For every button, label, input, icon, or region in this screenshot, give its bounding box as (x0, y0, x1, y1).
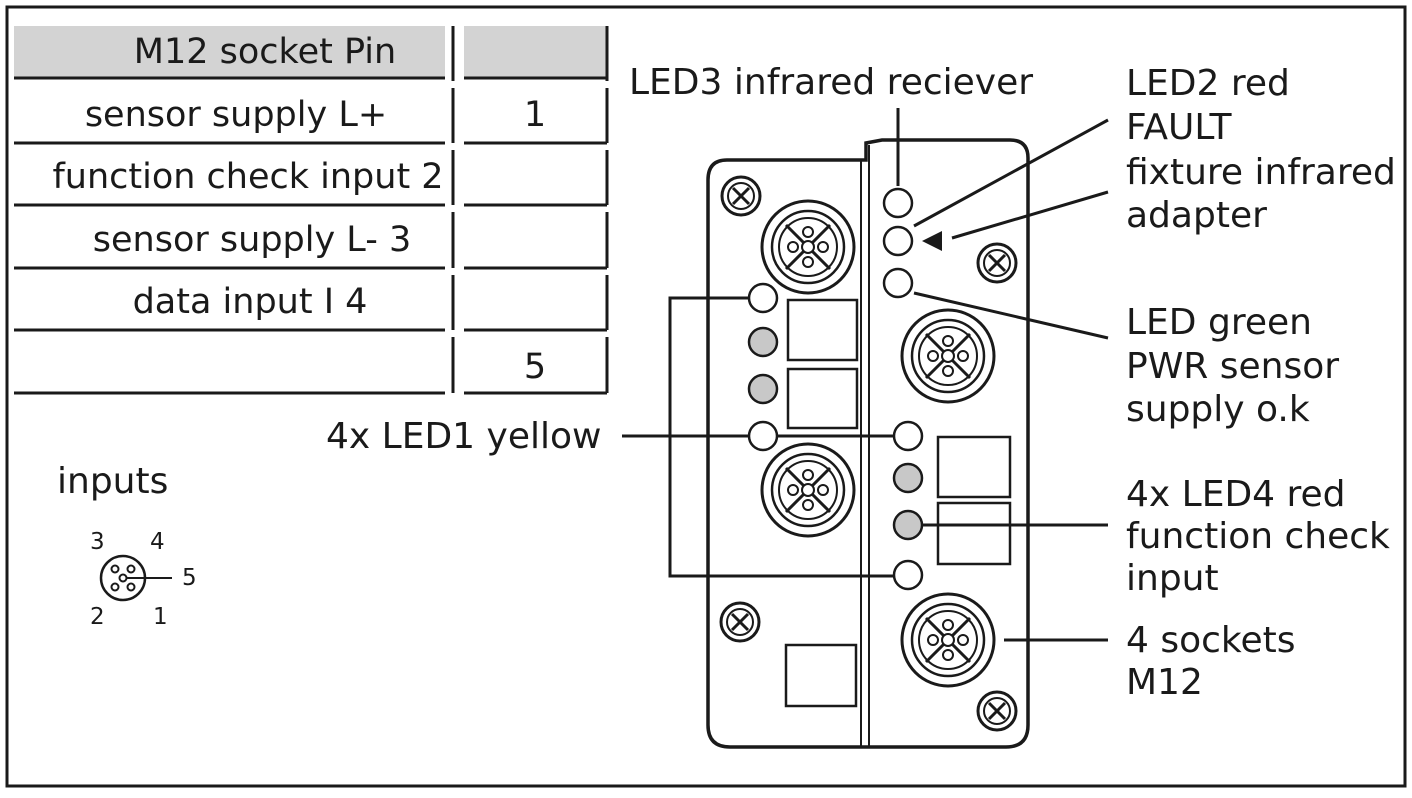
pinout-title: inputs (57, 461, 168, 502)
table-row-3-label: sensor supply L- 3 (93, 220, 411, 260)
table-row-2-label: function check input 2 (52, 157, 443, 197)
led-yellow-icon (747, 282, 779, 314)
screw-icon (720, 175, 762, 217)
pin-label-5: 5 (182, 565, 197, 591)
led-power-icon (882, 267, 914, 299)
led3-infrared-icon (882, 187, 914, 219)
m12-socket-icon (760, 199, 856, 295)
led-yellow-icon (892, 559, 924, 591)
callout-led-green-line-3: supply o.k (1126, 389, 1310, 430)
label-field (936, 435, 1012, 499)
callout-led-green-line-1: LED green (1126, 302, 1312, 343)
callout-led4-line-2: function check (1126, 516, 1390, 557)
led2-fault-icon (882, 225, 914, 257)
label-field (936, 501, 1012, 566)
table-row-1-pin: 1 (524, 95, 546, 135)
pin-label-4: 4 (150, 529, 165, 555)
label-field (784, 643, 858, 708)
leader-lines (622, 108, 1109, 642)
callout-labels: LED3 infrared reciever LED2 red FAULT fi… (326, 62, 1396, 703)
table-row-1-label: sensor supply L+ (85, 95, 387, 135)
table-header-cell-1 (14, 26, 445, 77)
m12-socket-icon (900, 308, 996, 404)
label-field (786, 298, 859, 362)
m12-socket-icon (900, 592, 996, 688)
callout-led4-line-3: input (1126, 558, 1219, 599)
table-header-label: M12 socket Pin (134, 32, 396, 72)
screw-icon (719, 601, 761, 643)
callout-led3: LED3 infrared reciever (629, 62, 1033, 103)
table-row-5-pin: 5 (524, 347, 546, 387)
screw-icon (976, 690, 1018, 732)
callout-led4-line-1: 4x LED4 red (1126, 474, 1346, 515)
table-header-cell-2 (464, 26, 607, 77)
callout-led2-line-1: LED2 red (1126, 63, 1290, 104)
m12-socket-icon (760, 442, 856, 538)
label-field (786, 367, 859, 430)
outer-frame (5, 5, 1407, 788)
led-red-icon (892, 462, 924, 494)
led-red-icon (747, 373, 779, 405)
device-module (706, 138, 1030, 749)
callout-sockets-line-1: 4 sockets (1126, 620, 1296, 661)
callout-led2-line-4: adapter (1126, 195, 1267, 236)
callout-led2-line-3: fixture infrared (1126, 152, 1396, 193)
pinout-diagram: inputs 3 4 5 2 1 (57, 461, 197, 630)
callout-led-green-line-2: PWR sensor (1126, 346, 1339, 387)
pin-label-1: 1 (153, 604, 168, 630)
led-yellow-icon (892, 420, 924, 452)
led-red-icon (892, 509, 924, 541)
infrared-adapter-arrow-icon (922, 231, 942, 251)
pin-table: M12 socket Pin sensor supply L+ 1 functi… (14, 26, 609, 395)
pin-label-3: 3 (90, 529, 105, 555)
led-red-icon (747, 326, 779, 358)
screw-icon (976, 242, 1018, 284)
table-row-4-label: data input I 4 (133, 282, 368, 322)
callout-led1: 4x LED1 yellow (326, 416, 601, 457)
pin-label-2: 2 (90, 604, 105, 630)
callout-sockets-line-2: M12 (1126, 662, 1203, 703)
callout-led2-line-2: FAULT (1126, 107, 1232, 148)
led-yellow-icon (747, 420, 779, 452)
